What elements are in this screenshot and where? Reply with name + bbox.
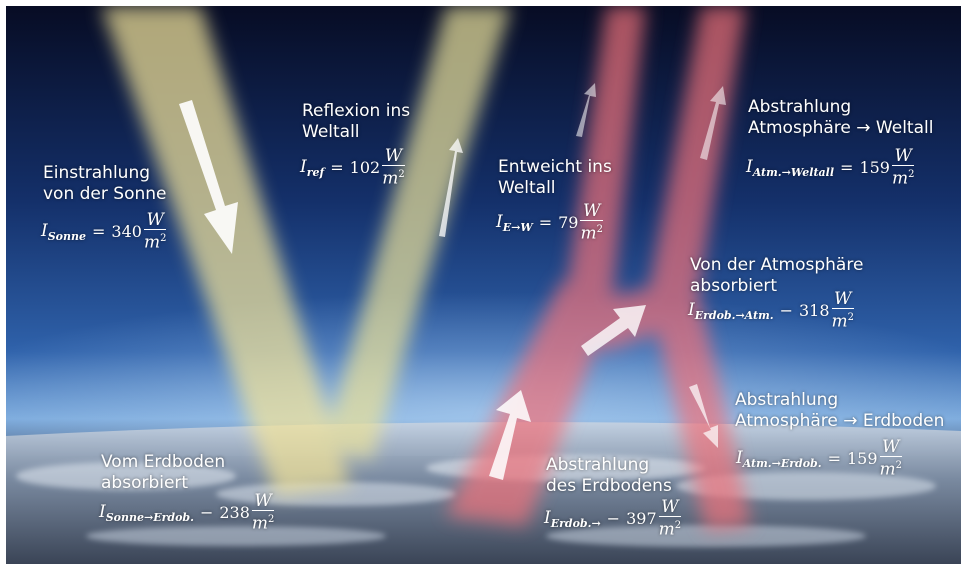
atmosphere-to-space-beam [646, 6, 746, 306]
formula-sub: ref [306, 165, 325, 179]
label-ground-absorbed: Vom Erdboden absorbiert [101, 452, 225, 494]
fraction-bar [143, 229, 167, 230]
formula-sub: Erdob.→Atm. [694, 308, 774, 322]
formula-op: − [606, 508, 621, 528]
formula-sym: I [688, 300, 695, 321]
formula-sym: I [746, 157, 753, 178]
fraction-bar [580, 220, 603, 221]
arrow-surface-up [489, 390, 531, 480]
solar-incoming-beam [101, 6, 351, 496]
formula-t: absorbiert [690, 276, 778, 296]
label-atm-to-space: Abstrahlung Atmosphäre → Weltall [748, 97, 933, 139]
earth-energy-scene [6, 6, 961, 564]
formula-t: absorbiert [101, 473, 189, 493]
label-incoming-solar: Einstrahlung von der Sonne [43, 163, 166, 205]
formula-op: = [330, 157, 344, 177]
fraction-bar [382, 165, 405, 166]
formula-t: Weltall [302, 122, 360, 142]
solar-beams [101, 6, 511, 496]
formula-text: 159 [846, 448, 878, 468]
formula-sym: I [41, 221, 48, 242]
solar-reflected-beam [324, 6, 511, 461]
formula-sym: I [300, 157, 307, 178]
formula-t: Abstrahlung [546, 455, 650, 475]
label-atm-to-ground: Abstrahlung Atmosphäre → Erdboden [735, 390, 944, 432]
formula-text: 102 [349, 157, 381, 177]
formula-sym: I [99, 502, 106, 523]
label-ground-emission: Abstrahlung des Erdbodens [546, 455, 672, 497]
formula-t: des Erdbodens [546, 476, 672, 496]
formula-sub: Erdob.→ [550, 516, 601, 530]
formula-op: = [92, 221, 106, 241]
formula-t: Von der Atmosphäre [690, 255, 864, 275]
formula-text: 318 [798, 300, 830, 320]
fraction-bar [879, 456, 903, 457]
formula-op: − [779, 300, 793, 320]
formula-sub: E→W [502, 220, 533, 234]
escape-beam [566, 6, 646, 306]
formula-text: 79 [558, 212, 579, 232]
flow-arrows [179, 83, 726, 480]
fraction-bar [891, 165, 915, 166]
formula-sub: Atm.→Weltall [752, 165, 835, 179]
formula-text: 238 [219, 502, 250, 522]
fraction-bar [251, 510, 275, 511]
label-escape: Entweicht ins Weltall [498, 157, 612, 199]
formula-text: 397 [626, 508, 657, 528]
formula-t: Abstrahlung [748, 97, 852, 117]
formula-t: Abstrahlung [735, 390, 839, 410]
formula-op: = [827, 448, 841, 468]
formula-sub: Sonne→Erdob. [105, 510, 194, 524]
formula-op: = [840, 157, 854, 177]
formula-op: = [538, 212, 553, 232]
formula-sym: I [544, 508, 551, 529]
fraction-bar [658, 516, 682, 517]
formula-t: Reflexion ins [302, 101, 411, 121]
formula-sym: I [736, 448, 743, 469]
label-atm-absorbed: Von der Atmosphäre absorbiert [690, 255, 863, 297]
arrow-atm-to-space [700, 86, 726, 160]
formula-sym: I [496, 212, 503, 233]
formula-t: Einstrahlung [43, 163, 151, 183]
formula-sub: Atm.→Erdob. [742, 456, 822, 470]
formula-t: Vom Erdboden [101, 452, 226, 472]
formula-text: 340 [111, 221, 142, 241]
formula-text: 159 [859, 157, 890, 177]
arrow-to-atmosphere [581, 305, 646, 356]
formula-t: von der Sonne [43, 184, 167, 204]
formula-t: Atmosphäre → Weltall [748, 118, 934, 138]
formula-sub: Sonne [47, 229, 86, 243]
formula-t: Atmosphäre → Erdboden [735, 411, 945, 431]
atmosphere-to-ground-beam [646, 281, 751, 531]
formula-t: Weltall [498, 178, 556, 198]
arrow-escape-space [576, 83, 596, 137]
arrow-atm-to-ground [689, 384, 718, 448]
surface-emission-beam [446, 281, 616, 526]
fraction-bar [831, 308, 855, 309]
arrow-incoming-solar [179, 100, 238, 254]
arrow-reflected-solar [439, 138, 463, 237]
formula-op: − [199, 502, 214, 522]
formula-t: Entweicht ins [498, 157, 612, 177]
label-reflection: Reflexion ins Weltall [302, 101, 410, 143]
